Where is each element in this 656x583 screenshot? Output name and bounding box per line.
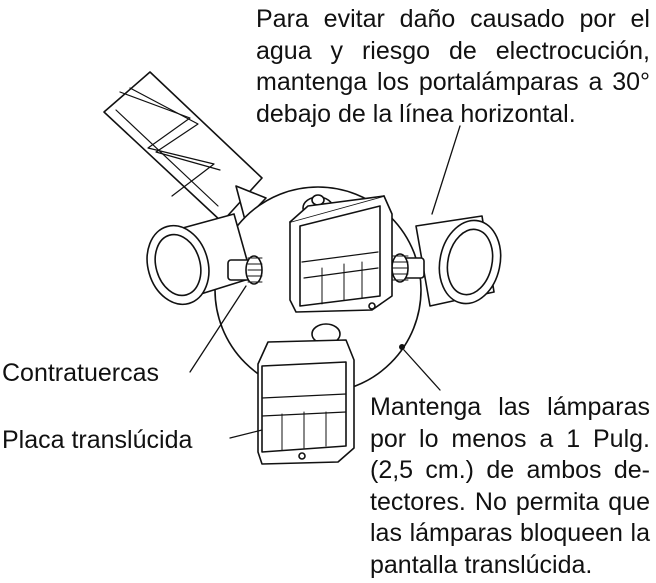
caulk-tube bbox=[103, 71, 267, 223]
warning-line: debajo de la línea horizontal. bbox=[256, 99, 576, 128]
lens-leader-line bbox=[229, 429, 263, 439]
note-line: las lámparas bloqueen la bbox=[370, 519, 650, 547]
upper-motion-detector bbox=[289, 195, 393, 313]
water-damage-warning: Para evitar daño causado por el agua y r… bbox=[256, 4, 650, 130]
right-lamp-holder bbox=[391, 215, 502, 307]
lamp-clearance-note: Mantenga las lámparas por lo menos a 1 P… bbox=[370, 392, 650, 581]
note-line: (2,5 cm.) de ambos de- bbox=[370, 456, 650, 484]
lens-label: Placa translúcida bbox=[2, 425, 192, 457]
locknuts-label-text: Contratuercas bbox=[2, 359, 160, 387]
warning-line: Para evitar daño causado por el bbox=[256, 5, 650, 33]
left-lamp-holder bbox=[146, 213, 263, 306]
locknuts-leader-line bbox=[189, 285, 247, 373]
note-line: tectores. No permita que bbox=[370, 487, 650, 516]
warning-leader-line bbox=[431, 125, 461, 215]
lamps-note-leader-line bbox=[403, 349, 441, 391]
warning-line: agua y riesgo de electrocución, bbox=[256, 36, 650, 65]
lower-motion-detector bbox=[257, 323, 355, 465]
lens-label-text: Placa translúcida bbox=[2, 426, 193, 454]
warning-line: mantenga los portalámparas a 30° bbox=[256, 68, 650, 96]
locknuts-label: Contratuercas bbox=[2, 358, 159, 390]
note-line: pantalla translúcida. bbox=[370, 550, 593, 579]
note-line: por lo menos a 1 Pulg. bbox=[370, 424, 650, 453]
note-line: Mantenga las lámparas bbox=[370, 393, 650, 421]
